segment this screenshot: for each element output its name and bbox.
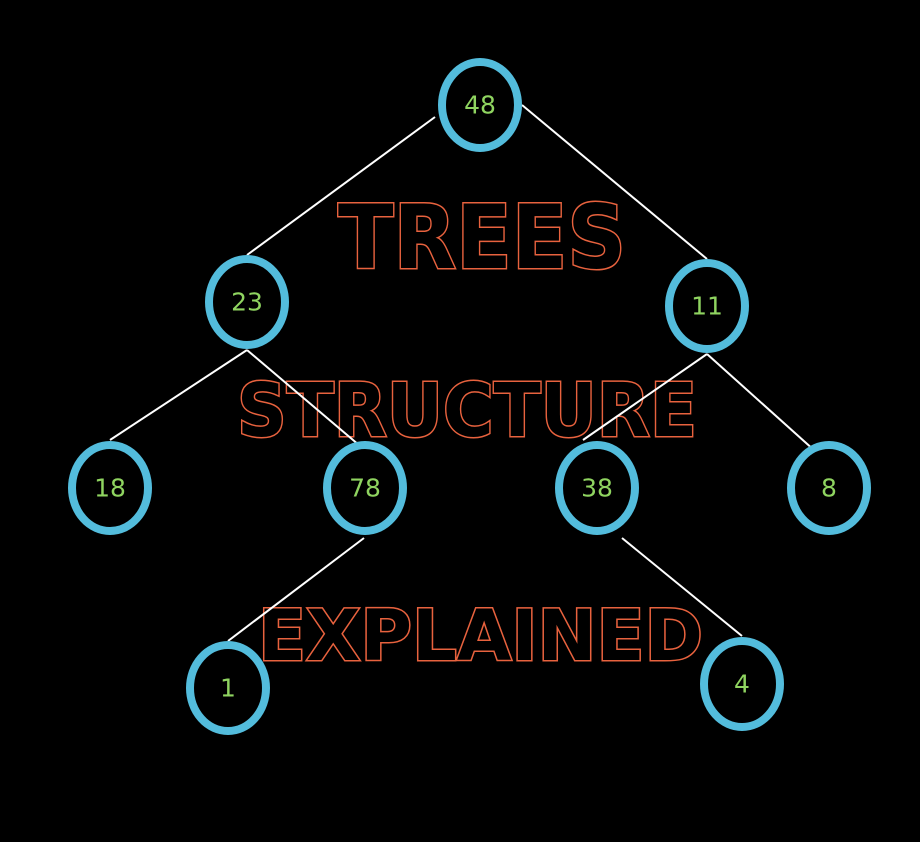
node-value: 18 (94, 474, 126, 503)
node-value: 11 (691, 292, 723, 321)
node-ring (787, 441, 871, 535)
node-value: 23 (231, 288, 263, 317)
node-ring (205, 255, 289, 349)
node-ring (555, 441, 639, 535)
edge-n78-n1 (227, 537, 365, 642)
edge-n11-n8 (706, 353, 816, 452)
node-value: 38 (581, 474, 613, 503)
edge-n48-n11 (521, 104, 708, 260)
tree-node-4: 4 (700, 637, 784, 731)
node-ring (323, 441, 407, 535)
tree-node-8: 8 (787, 441, 871, 535)
edge-n23-n18 (109, 349, 248, 441)
node-value: 1 (220, 674, 236, 703)
title-explained: EXPLAINED (258, 595, 703, 677)
node-ring (665, 259, 749, 353)
tree-node-78: 78 (323, 441, 407, 535)
tree-node-11: 11 (665, 259, 749, 353)
node-value: 8 (821, 474, 837, 503)
tree-node-23: 23 (205, 255, 289, 349)
node-ring (438, 58, 522, 152)
node-ring (68, 441, 152, 535)
tree-node-48: 48 (438, 58, 522, 152)
node-value: 4 (734, 670, 750, 699)
edge-n38-n4 (621, 537, 743, 637)
edge-n23-n78 (246, 349, 367, 452)
tree-node-18: 18 (68, 441, 152, 535)
edge-n48-n23 (246, 116, 436, 256)
node-ring (186, 641, 270, 735)
tree-node-38: 38 (555, 441, 639, 535)
title-trees: TREES (338, 186, 626, 289)
title-structure: STRUCTURE (237, 368, 697, 454)
node-ring (700, 637, 784, 731)
edge-n11-n38 (582, 353, 708, 441)
tree-node-1: 1 (186, 641, 270, 735)
node-value: 78 (349, 474, 381, 503)
node-value: 48 (464, 91, 496, 120)
